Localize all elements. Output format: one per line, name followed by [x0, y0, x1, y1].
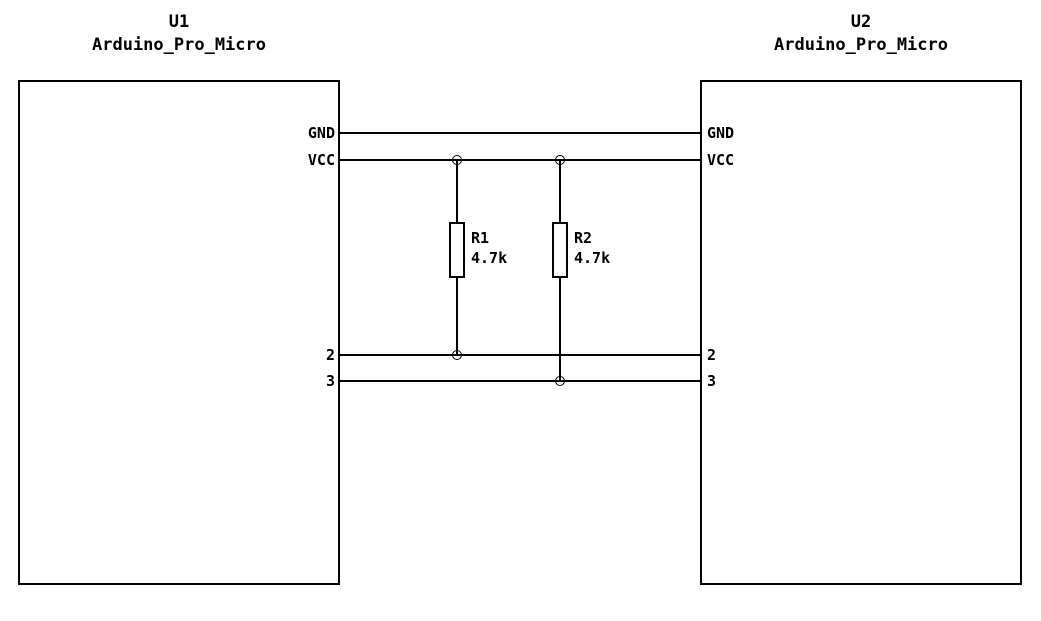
junction-r2-vcc[interactable]: [555, 155, 565, 165]
resistor-value-r2: 4.7k: [574, 249, 611, 267]
junction-r2-net3[interactable]: [555, 376, 565, 386]
pin-label-u1-2: 2: [325, 346, 335, 364]
wire-r1-top[interactable]: [456, 159, 458, 222]
component-value-u2: Arduino_Pro_Micro: [774, 35, 948, 55]
pin-label-u2-gnd: GND: [707, 124, 735, 142]
component-body-u1[interactable]: [18, 80, 340, 585]
component-ref-u1: U1: [168, 12, 190, 32]
component-ref-u2: U2: [850, 12, 872, 32]
component-value-u1: Arduino_Pro_Micro: [92, 35, 266, 55]
wire-r2-bottom[interactable]: [559, 278, 561, 382]
pin-label-u2-3: 3: [707, 372, 717, 390]
resistor-body-r2[interactable]: [552, 222, 568, 278]
wire-net-gnd[interactable]: [340, 132, 700, 134]
wire-net-3[interactable]: [340, 380, 700, 382]
resistor-ref-r2: R2: [574, 229, 593, 247]
pin-label-u1-gnd: GND: [307, 124, 335, 142]
resistor-body-r1[interactable]: [449, 222, 465, 278]
component-body-u2[interactable]: [700, 80, 1022, 585]
wire-net-2[interactable]: [340, 354, 700, 356]
wire-r1-bottom[interactable]: [456, 278, 458, 356]
resistor-value-r1: 4.7k: [471, 249, 508, 267]
pin-label-u2-2: 2: [707, 346, 717, 364]
pin-label-u1-vcc: VCC: [307, 151, 335, 169]
junction-r1-net2[interactable]: [452, 350, 462, 360]
junction-r1-vcc[interactable]: [452, 155, 462, 165]
pin-label-u2-vcc: VCC: [707, 151, 735, 169]
pin-label-u1-3: 3: [325, 372, 335, 390]
resistor-ref-r1: R1: [471, 229, 490, 247]
wire-net-vcc[interactable]: [340, 159, 700, 161]
wire-r2-top[interactable]: [559, 159, 561, 222]
